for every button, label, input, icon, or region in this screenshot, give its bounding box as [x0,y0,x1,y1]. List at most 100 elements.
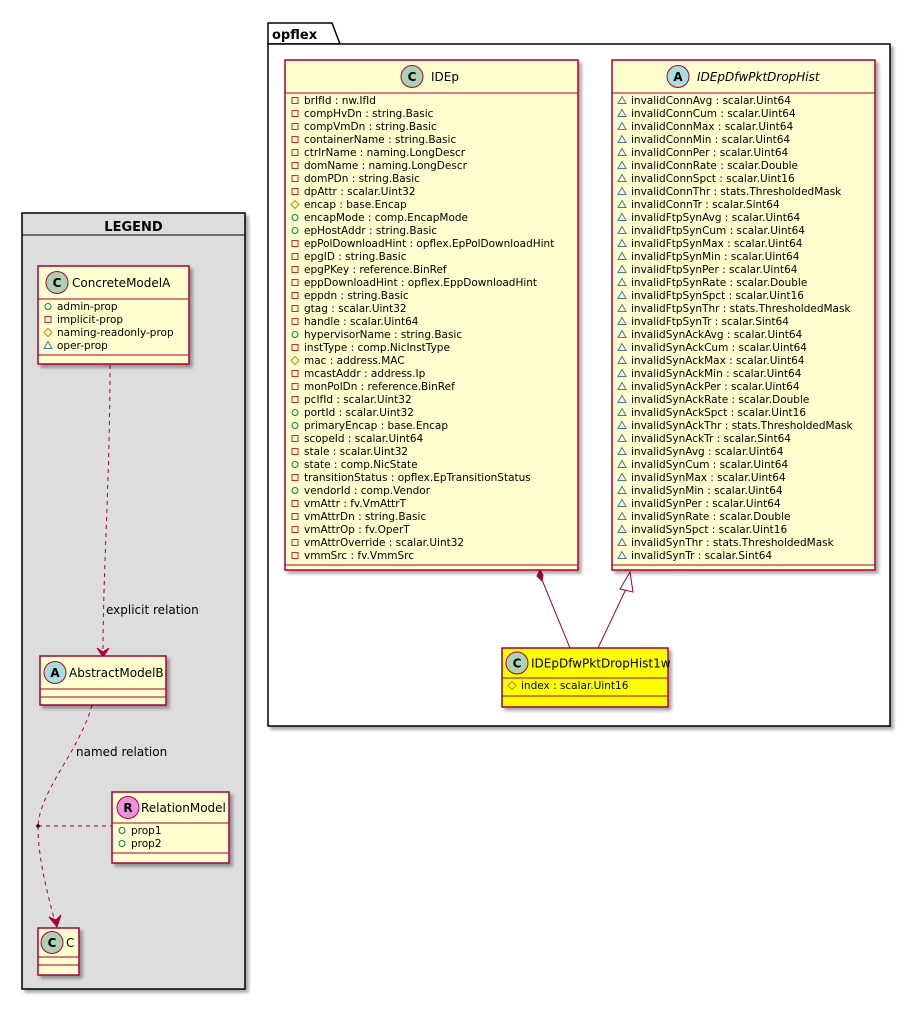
package-name: opflex [272,28,318,43]
private-visibility-icon [291,435,299,442]
attribute: encapMode : comp.EncapMode [304,212,468,224]
private-visibility-icon [291,513,299,520]
private-visibility-icon [291,500,299,507]
class-name: AbstractModelB [69,666,164,680]
package-visibility-icon [617,394,627,403]
private-visibility-icon [291,383,299,390]
attribute: invalidSynAckThr : stats.ThresholdedMask [631,420,853,432]
stereotype-letter: C [408,70,417,84]
attribute: invalidConnCum : scalar.Uint64 [631,108,796,120]
private-visibility-icon [291,370,299,377]
attribute: invalidConnPer : scalar.Uint64 [631,147,789,159]
attribute: invalidSynAckCum : scalar.Uint64 [631,342,807,354]
private-visibility-icon [291,175,299,182]
attribute: invalidSynAckMax : scalar.Uint64 [631,355,805,367]
attribute: encap : base.Encap [304,199,407,211]
package-visibility-icon [617,355,627,364]
private-visibility-icon [291,448,299,455]
protected-visibility-icon [507,680,517,691]
private-visibility-icon [291,292,299,299]
legend-title: LEGEND [104,220,163,235]
attribute: domName : naming.LongDescr [304,160,468,172]
stereotype-letter: C [53,276,62,290]
attribute: invalidSynAckAvg : scalar.Uint64 [631,329,803,341]
stereotype-A-icon [43,661,67,684]
attribute: invalidFtpSynCum : scalar.Uint64 [631,225,805,237]
attribute: compVmDn : string.Basic [304,121,437,133]
attribute: invalidConnRate : scalar.Double [631,160,798,172]
package-visibility-icon [617,446,627,455]
explicit-relation-edge [102,364,111,653]
attribute: index : scalar.Uint16 [521,680,629,692]
package-visibility-icon [617,277,627,286]
attribute: vmmSrc : fv.VmmSrc [304,550,414,562]
attribute: scopeId : scalar.Uint64 [304,433,424,445]
named-relation-label: named relation [76,745,167,759]
public-visibility-icon [291,422,299,429]
attribute: invalidFtpSynThr : stats.ThresholdedMask [631,303,851,315]
attribute: pcIfId : scalar.Uint32 [304,394,412,406]
package-visibility-icon [617,199,627,208]
protected-visibility-icon [290,355,300,366]
attribute: implicit-prop [57,314,123,326]
attribute: gtag : scalar.Uint32 [304,303,407,315]
attribute: mcastAddr : address.Ip [304,368,426,380]
attribute: instType : comp.NicInstType [304,342,450,354]
package-visibility-icon [617,420,627,429]
private-visibility-icon [291,162,299,169]
attribute: invalidFtpSynRate : scalar.Double [631,277,807,289]
attribute: invalidSynAvg : scalar.Uint64 [631,446,784,458]
public-visibility-icon [118,840,126,847]
attribute: invalidSynThr : stats.ThresholdedMask [631,537,835,549]
public-visibility-icon [291,227,299,234]
attribute: oper-prop [57,340,108,352]
package-visibility-icon [617,303,627,312]
attribute: brIfId : nw.IfId [304,95,376,107]
composition-diamond [536,568,544,583]
package-visibility-icon [617,95,627,104]
attribute: state : comp.NicState [304,459,418,471]
package-visibility-icon [617,329,627,338]
attribute: invalidSynAckSpct : scalar.Uint16 [631,407,806,419]
package-visibility-icon [617,537,627,546]
class-name: IDEpDfwPktDropHist1w [531,657,671,671]
attribute: invalidSynPer : scalar.Uint64 [631,498,781,510]
attribute: epgPKey : reference.BinRef [304,264,447,276]
stereotype-C-icon [40,931,64,954]
attribute: handle : scalar.Uint64 [304,316,419,328]
package-visibility-icon [617,173,627,182]
private-visibility-icon [291,149,299,156]
private-visibility-icon [291,526,299,533]
class-name: ConcreteModelA [72,276,171,290]
attribute: monPolDn : reference.BinRef [304,381,455,393]
package-visibility-icon [617,498,627,507]
package-visibility-icon [617,459,627,468]
public-visibility-icon [291,214,299,221]
package-visibility-icon [617,212,627,221]
package-visibility-icon [617,238,627,247]
attribute: invalidSynSpct : scalar.Uint16 [631,524,787,536]
private-visibility-icon [291,539,299,546]
private-visibility-icon [291,136,299,143]
stereotype-letter: A [673,70,683,84]
package-visibility-icon [617,225,627,234]
attribute: primaryEncap : base.Encap [304,420,448,432]
attribute: stale : scalar.Uint32 [304,446,408,458]
attribute: containerName : string.Basic [304,134,456,146]
private-visibility-icon [291,318,299,325]
attribute: prop2 [131,838,162,850]
package-visibility-icon [617,485,627,494]
package-visibility-icon [43,340,53,349]
named-relation-arrowhead [48,914,62,929]
package-visibility-icon [617,264,627,273]
attribute: invalidConnAvg : scalar.Uint64 [631,95,791,107]
attribute: epgID : string.Basic [304,251,407,263]
